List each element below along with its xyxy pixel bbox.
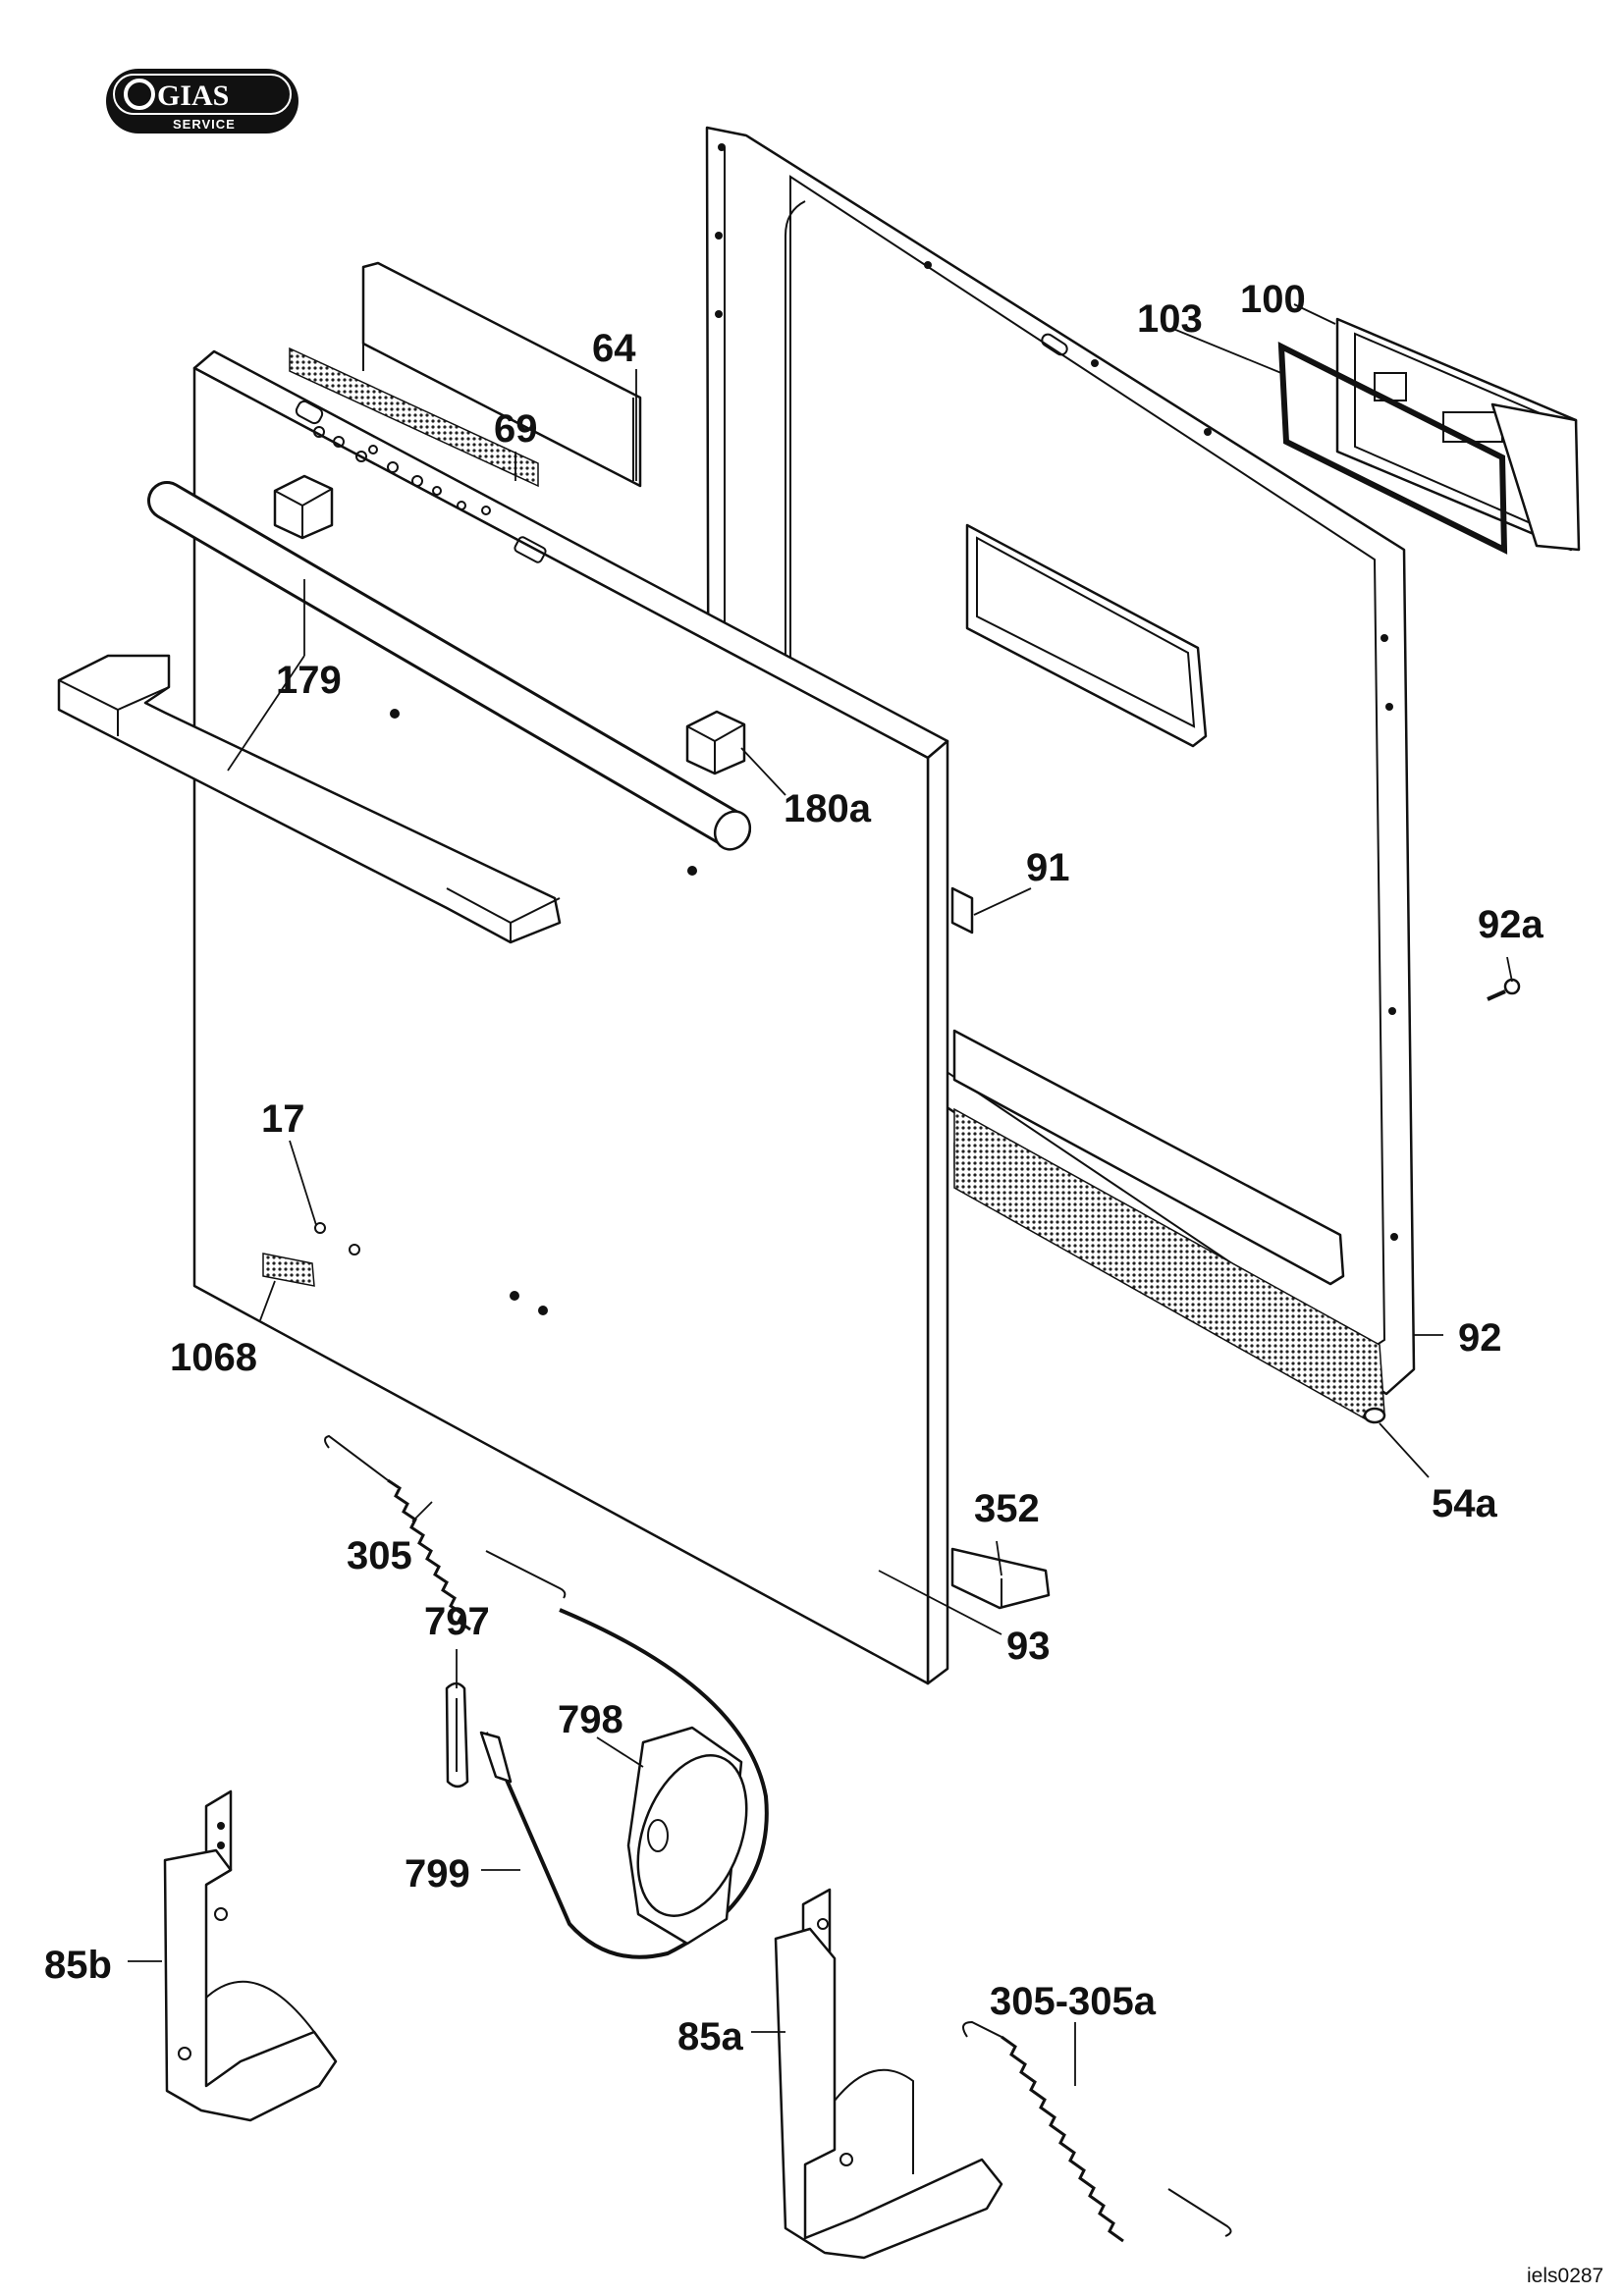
- label-64: 64: [592, 327, 636, 370]
- label-180a: 180a: [784, 787, 872, 830]
- label-179: 179: [276, 659, 342, 702]
- label-92a: 92a: [1478, 903, 1543, 946]
- gias-service-logo: GIAS SERVICE: [106, 69, 298, 133]
- label-305-305a: 305-305a: [990, 1980, 1157, 2023]
- door-spring-left: [324, 1434, 567, 1631]
- label-1068: 1068: [170, 1336, 257, 1379]
- label-54a: 54a: [1432, 1482, 1497, 1525]
- label-305: 305: [347, 1534, 412, 1577]
- front-door-panel: [192, 349, 949, 1685]
- label-103: 103: [1137, 297, 1203, 341]
- label-798: 798: [558, 1698, 623, 1741]
- handle-clip-right: [685, 710, 746, 775]
- screw: [1487, 978, 1521, 1001]
- logo-subtitle-text: SERVICE: [173, 117, 236, 132]
- label-17: 17: [261, 1097, 305, 1141]
- display-strip: [289, 347, 539, 488]
- label-85a: 85a: [677, 2015, 743, 2058]
- part-labels: 64 69 100 103 179 180a 91 92a 17 1068 92…: [44, 278, 1543, 2058]
- door-seal: [953, 1107, 1386, 1424]
- logo-brand-text: GIAS: [157, 80, 229, 112]
- cord-pulley: [626, 1726, 748, 1946]
- door-cord: [484, 1608, 769, 1959]
- label-69: 69: [494, 407, 538, 451]
- cord-hook: [445, 1682, 513, 1789]
- label-352: 352: [974, 1487, 1040, 1530]
- bottom-profile: [950, 1547, 1051, 1610]
- door-spring-right: [962, 2020, 1232, 2243]
- hinge-right: [774, 1888, 1003, 2260]
- rating-plate: [262, 1253, 315, 1287]
- bar-handle-flat: [57, 654, 562, 944]
- handle-clip-left: [273, 474, 334, 540]
- label-797: 797: [424, 1600, 490, 1643]
- leader-lines: [128, 303, 1513, 2086]
- label-92: 92: [1458, 1316, 1502, 1360]
- label-799: 799: [405, 1852, 470, 1896]
- label-85b: 85b: [44, 1944, 112, 1987]
- drawing-code: iels0287: [1527, 2265, 1603, 2287]
- latch-plate: [950, 886, 974, 934]
- label-93: 93: [1006, 1625, 1051, 1668]
- hinge-left: [163, 1789, 338, 2122]
- label-100: 100: [1240, 278, 1306, 321]
- decor-panel: [361, 261, 642, 488]
- label-91: 91: [1026, 846, 1070, 889]
- dispenser-gasket: [1277, 342, 1508, 555]
- bar-handle-tube: [147, 481, 752, 851]
